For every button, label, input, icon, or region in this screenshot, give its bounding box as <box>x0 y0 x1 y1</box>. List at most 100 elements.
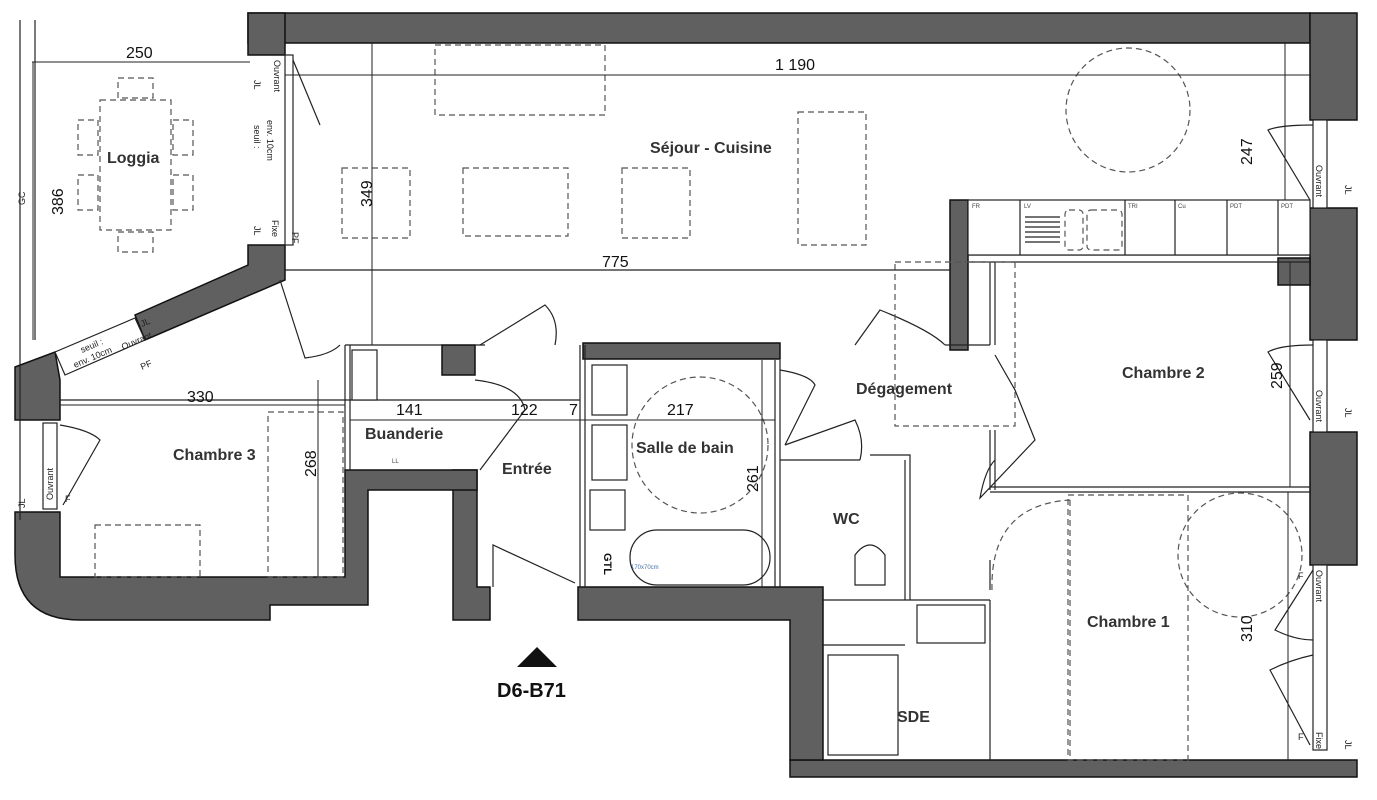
door-swing <box>479 304 557 346</box>
chambre3-left-wall <box>14 350 61 421</box>
annotation-gc: GC <box>17 191 27 205</box>
annotation-fixe: Fixe <box>270 220 280 237</box>
dim-buanderie-width: 141 <box>396 402 423 419</box>
dimension-line <box>32 43 1310 760</box>
chair <box>77 174 99 211</box>
annotation-bath-size: 170x70cm <box>631 565 659 571</box>
door-swing <box>854 309 946 346</box>
door-swing <box>279 59 341 359</box>
annotation-jl: JL <box>1343 740 1353 750</box>
turning-circle <box>631 376 769 514</box>
dim-sdb-height: 261 <box>745 465 762 492</box>
sink-bowl <box>1086 209 1123 251</box>
bottom-middle-wall <box>577 586 824 761</box>
coffee-table <box>462 167 569 237</box>
partition <box>344 344 485 470</box>
annotation-jl: JL <box>17 498 27 508</box>
annotation-seuil: seuil : <box>252 125 262 149</box>
bathtub <box>629 529 771 586</box>
plan-reference: D6-B71 <box>497 680 566 702</box>
partition <box>968 254 1310 263</box>
loggia-table <box>99 99 172 231</box>
annotation-seuil-env: env. 10cm <box>265 120 275 161</box>
dim-sejour-height: 349 <box>359 180 376 207</box>
entree-left-wall <box>452 469 491 621</box>
annotation-f: F <box>65 494 71 504</box>
room-label-wc: WC <box>833 511 860 528</box>
bed-chambre2 <box>894 261 1016 427</box>
door-swing <box>59 424 101 506</box>
kitchen-wall <box>949 199 969 351</box>
kitchen-label-fr: FR <box>972 204 981 210</box>
kitchen-label-cu: Cu <box>1178 204 1186 210</box>
bed-chambre3 <box>267 411 344 578</box>
annotation-ll: LL <box>392 459 399 465</box>
top-wall <box>247 12 1311 44</box>
bottom-wall <box>789 759 1358 778</box>
toilet <box>854 544 886 586</box>
annotation-pf: PF <box>139 358 154 372</box>
kitchen-label-pdt: PDT <box>1230 204 1242 210</box>
dim-entree-width: 122 <box>511 402 538 419</box>
annotation-ouvrant: Ouvrant <box>1314 570 1324 603</box>
dim-chambre1-height: 310 <box>1239 615 1256 642</box>
dim-loggia-height: 386 <box>50 188 67 215</box>
chair <box>117 231 154 253</box>
room-label-chambre2: Chambre 2 <box>1122 365 1205 382</box>
annotation-jl: JL <box>139 316 152 329</box>
chair <box>77 119 99 156</box>
window-chambre1 <box>1312 564 1328 751</box>
annotation-jl: JL <box>1343 185 1353 195</box>
partition <box>774 360 781 587</box>
dimension-lines <box>32 43 1310 760</box>
room-labels: Loggia Séjour - Cuisine Chambre 3 Buande… <box>107 140 1205 726</box>
partition <box>945 262 996 490</box>
door-swing <box>979 354 1036 500</box>
annotation-ouvrant: Ouvrant <box>45 467 55 500</box>
windows <box>42 54 1328 751</box>
loggia-outline <box>19 20 36 520</box>
sofa <box>434 44 606 116</box>
room-label-buanderie: Buanderie <box>365 426 443 443</box>
washing-machine <box>351 349 378 401</box>
partitions <box>19 20 1314 760</box>
sink-drainer <box>1025 216 1060 243</box>
room-label-entree: Entrée <box>502 461 552 478</box>
right-wall-3 <box>1309 431 1358 566</box>
dim-chambre3-width: 330 <box>187 389 214 406</box>
desk <box>94 524 201 578</box>
dim-chambre2-height: 259 <box>1269 362 1286 389</box>
entrance-arrow-icon <box>517 647 557 667</box>
room-label-salle-de-bain: Salle de bain <box>636 440 734 457</box>
door-swing <box>474 379 526 471</box>
washbasin <box>916 604 986 644</box>
dim-sejour-depth: 775 <box>602 254 629 271</box>
kitchen-counter: FR LV TRI Cu PDT PDT <box>967 199 1311 256</box>
window-swings <box>1267 124 1314 746</box>
right-wall-1 <box>1309 12 1358 121</box>
furniture <box>77 44 1303 761</box>
dim-sejour-right: 247 <box>1239 138 1256 165</box>
kitchen-dividers <box>1019 200 1279 255</box>
turning-circle <box>1065 47 1191 173</box>
annotation-pf: PF <box>290 232 300 244</box>
walls <box>14 12 1358 778</box>
door-swing <box>779 369 863 461</box>
loggia-diagonal-wall <box>134 244 286 341</box>
partition <box>822 599 991 760</box>
dim-sejour-width: 1 190 <box>775 57 815 74</box>
dining-table <box>797 111 867 246</box>
right-wall-2 <box>1309 207 1358 341</box>
annotation-jl: JL <box>1343 408 1353 418</box>
dim-entree-gap: 7 <box>569 402 578 419</box>
armchair <box>621 167 691 239</box>
room-label-sde: SDE <box>897 709 930 726</box>
turning-circle <box>1177 492 1303 618</box>
dimension-labels: 250 386 1 190 349 775 247 330 268 141 12… <box>50 45 1286 642</box>
kitchen-label-pdt: PDT <box>1281 204 1293 210</box>
dim-sdb-width: 217 <box>667 402 694 419</box>
top-left-pillar <box>247 12 286 56</box>
annotation-ouvrant: Ouvrant <box>1314 165 1324 198</box>
annotation-jl: JL <box>252 226 262 236</box>
